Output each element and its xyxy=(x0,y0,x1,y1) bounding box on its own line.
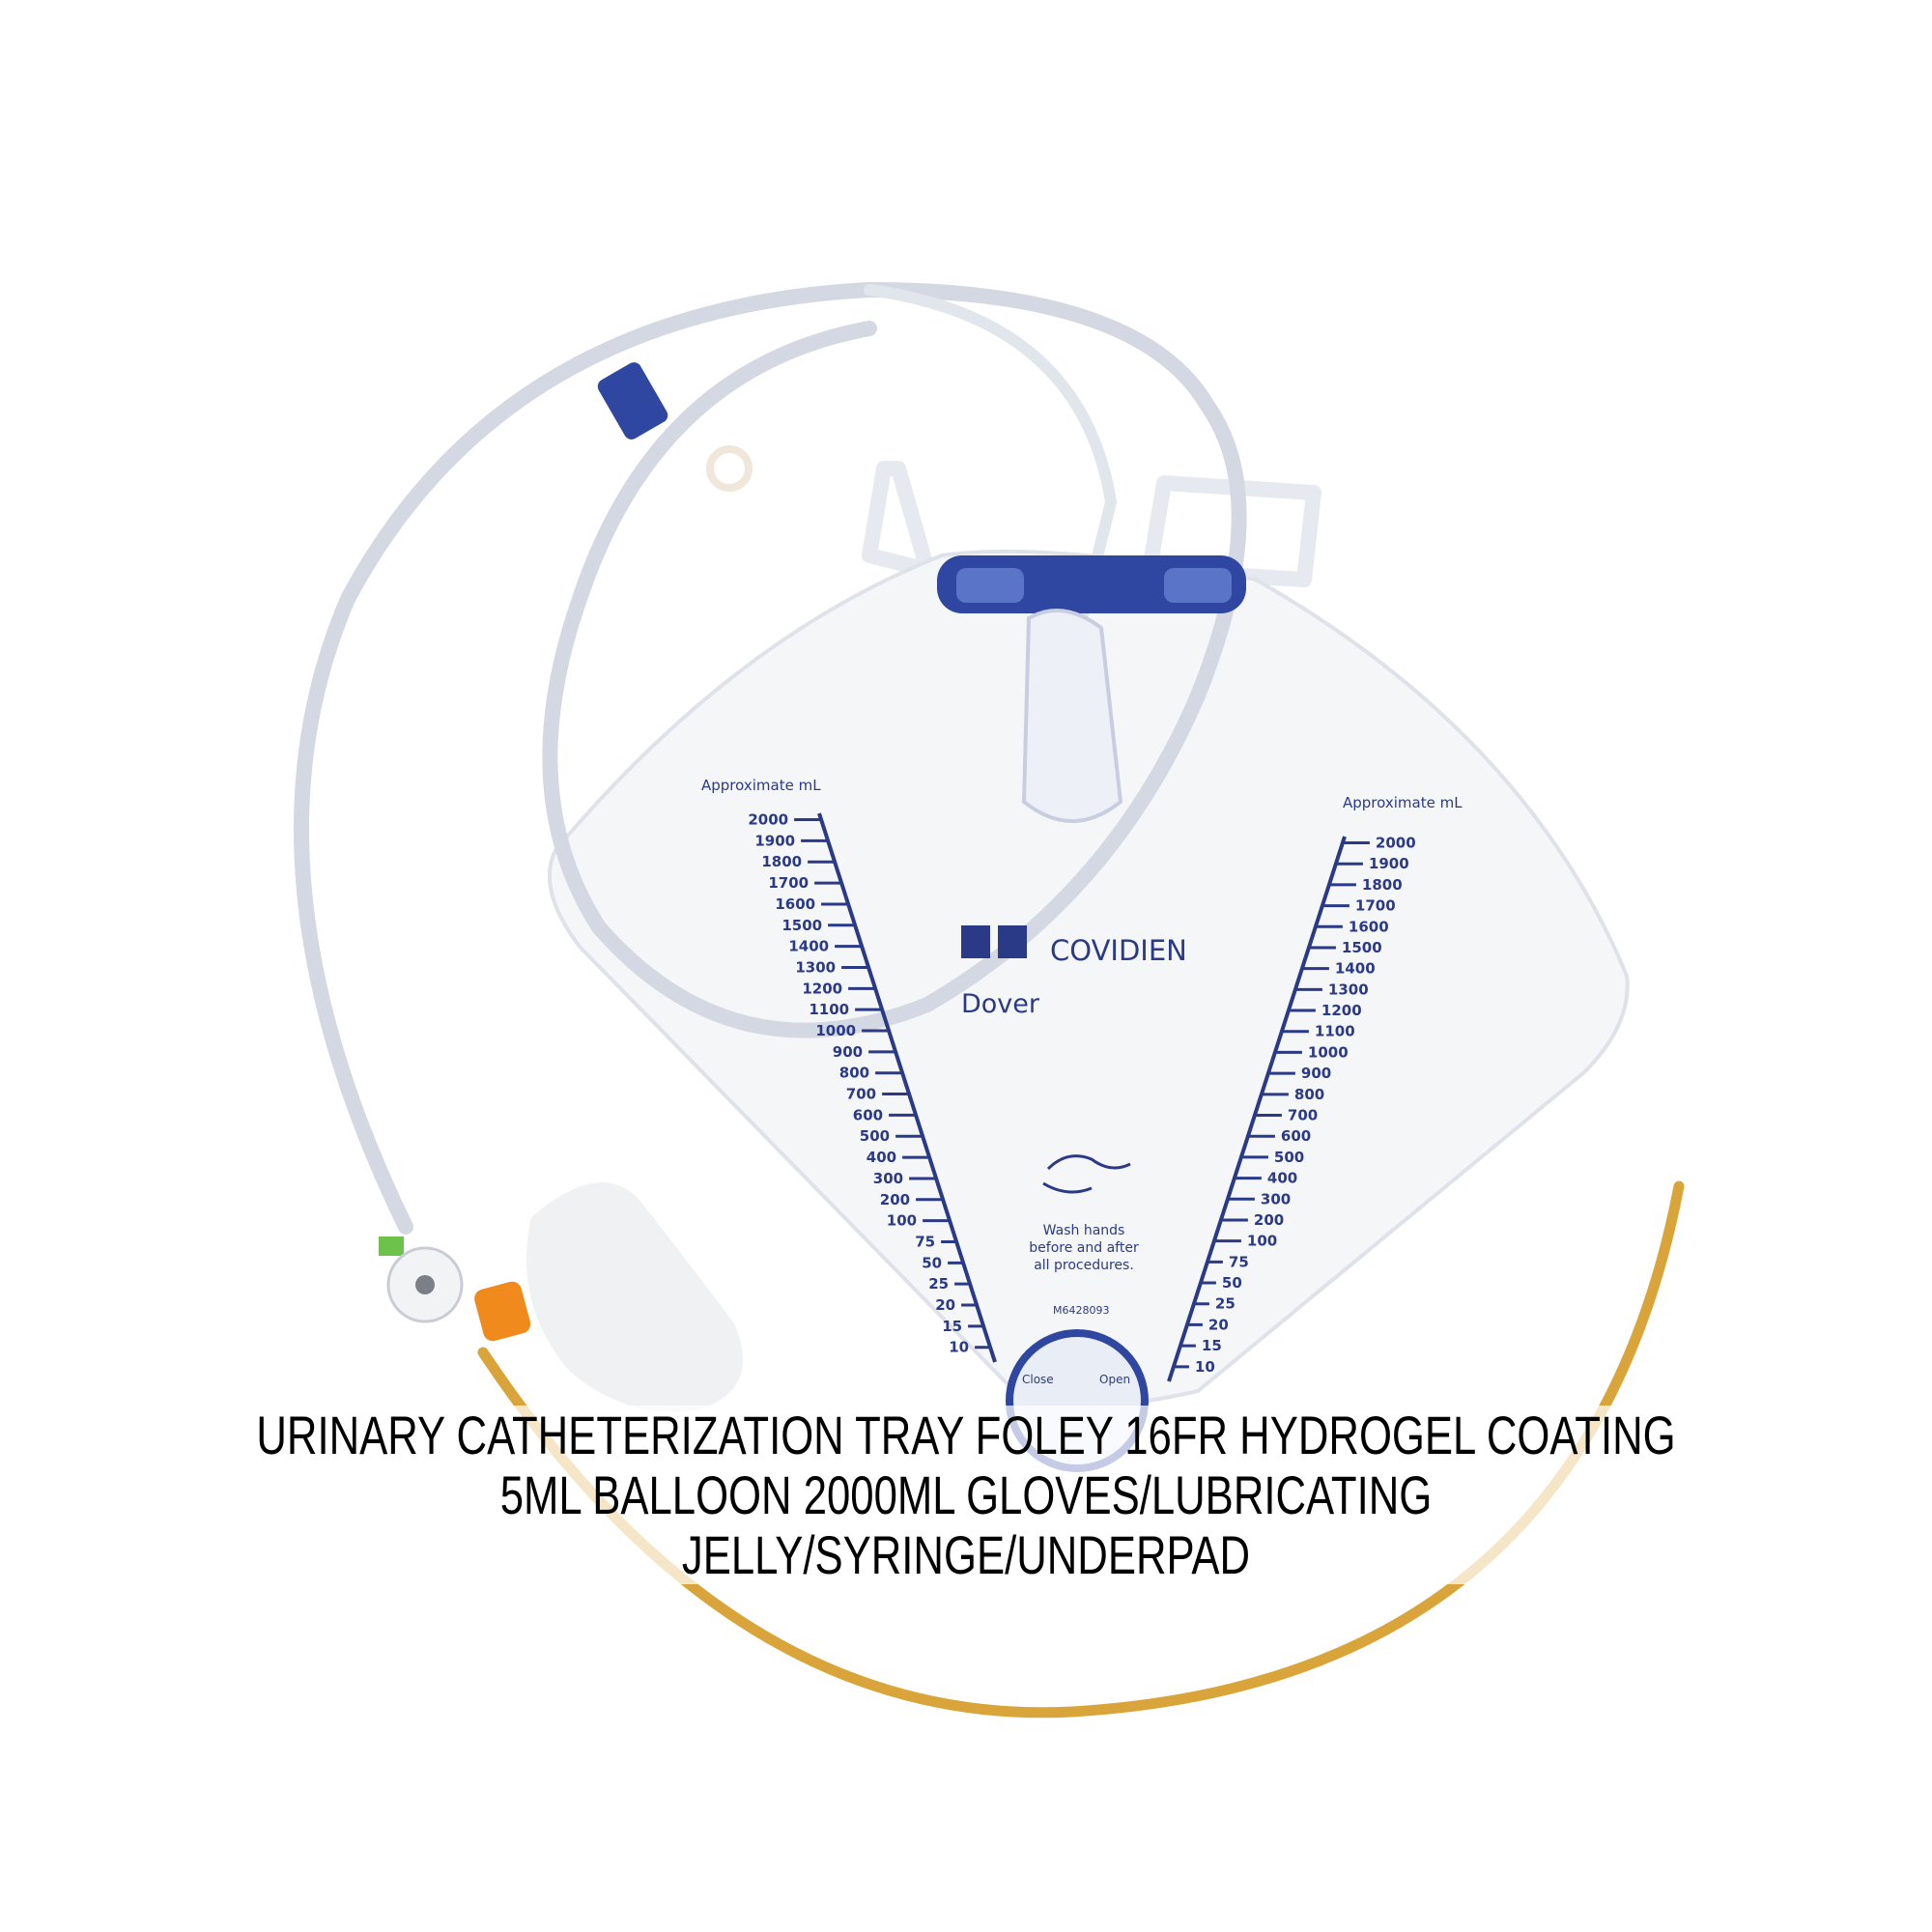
scale-label: 1800 xyxy=(1362,876,1403,894)
scale-label: 1900 xyxy=(754,832,795,849)
valve-close-label: Close xyxy=(1022,1373,1054,1386)
scale-label: 900 xyxy=(833,1043,863,1061)
catheter-connector xyxy=(474,1281,531,1342)
scale-label: 200 xyxy=(880,1191,910,1208)
scale-label: 20 xyxy=(935,1296,955,1314)
scale-label: 1300 xyxy=(1328,980,1369,998)
scale-label: 1100 xyxy=(809,1001,849,1018)
wash-hands-notice: Wash hands before and after all procedur… xyxy=(1029,1154,1139,1273)
scale-label: 1700 xyxy=(768,874,809,892)
scale-label: 1900 xyxy=(1369,855,1409,872)
scale-label: 75 xyxy=(915,1233,935,1250)
scale-label: 900 xyxy=(1301,1065,1331,1082)
hanger-strap xyxy=(937,555,1246,613)
valve-open-label: Open xyxy=(1099,1373,1130,1386)
drainage-tubing xyxy=(294,281,1247,1235)
right-scale-line xyxy=(1167,836,1347,1382)
left-scale-ticks: 2000 1900 1800 1700 1600 1500 1400 1300 1200 1100… xyxy=(748,811,991,1356)
scale-label: 1400 xyxy=(788,938,829,955)
scale-label: 1400 xyxy=(1335,960,1376,978)
inlet-port xyxy=(1021,609,1123,823)
scale-label: 300 xyxy=(873,1170,903,1187)
scale-label: 700 xyxy=(846,1086,876,1103)
scale-label: 1800 xyxy=(761,853,802,870)
scale-label: 10 xyxy=(949,1339,969,1356)
scale-label: 1600 xyxy=(1349,918,1389,935)
drainage-bag xyxy=(547,549,1630,1407)
tube-clamp xyxy=(597,362,753,492)
scale-label: 1200 xyxy=(1321,1002,1362,1019)
svg-text:COVIDIEN: COVIDIEN xyxy=(1050,934,1187,967)
scale-label: 25 xyxy=(1215,1295,1236,1313)
scale-label: 50 xyxy=(922,1254,942,1271)
svg-text:before and after: before and after xyxy=(1029,1240,1139,1256)
left-scale-heading: Approximate mL xyxy=(701,777,821,794)
sampling-port xyxy=(379,1236,464,1323)
right-scale-heading: Approximate mL xyxy=(1343,794,1463,811)
scale-label: 100 xyxy=(887,1212,917,1230)
scale-label: 400 xyxy=(867,1149,896,1166)
scale-label: 200 xyxy=(1254,1211,1284,1229)
scale-label: 400 xyxy=(1267,1170,1297,1187)
scale-label: 600 xyxy=(1281,1127,1311,1145)
scale-label: 2000 xyxy=(1376,835,1416,852)
scale-label: 1200 xyxy=(802,980,842,997)
dover-label: Dover xyxy=(961,989,1040,1019)
scale-label: 10 xyxy=(1195,1358,1215,1376)
covidien-logo: COVIDIEN xyxy=(961,925,1187,967)
scale-label: 50 xyxy=(1222,1274,1242,1292)
product-caption: URINARY CATHETERIZATION TRAY FOLEY 16FR … xyxy=(0,1405,1932,1585)
scale-label: 100 xyxy=(1247,1233,1277,1250)
scale-label: 25 xyxy=(928,1275,949,1293)
caption-line-1: URINARY CATHETERIZATION TRAY FOLEY 16FR … xyxy=(256,1405,1676,1465)
scale-label: 500 xyxy=(1274,1149,1304,1166)
caption-line-3: JELLY/SYRINGE/UNDERPAD xyxy=(681,1524,1251,1585)
scale-label: 300 xyxy=(1261,1190,1291,1208)
svg-text:all procedures.: all procedures. xyxy=(1034,1258,1134,1273)
scale-label: 1600 xyxy=(775,895,815,913)
scale-label: 700 xyxy=(1288,1107,1318,1124)
right-scale-ticks: 2000 1900 1800 1700 1600 1500 1400 1300 1200 1100… xyxy=(1173,835,1416,1376)
scale-label: 800 xyxy=(1294,1086,1324,1103)
scale-label: 1500 xyxy=(781,917,822,934)
scale-label: 1700 xyxy=(1355,897,1396,915)
scale-label: 600 xyxy=(853,1106,883,1123)
scale-label: 1000 xyxy=(815,1022,856,1039)
scale-label: 15 xyxy=(1202,1337,1222,1354)
svg-text:Wash hands: Wash hands xyxy=(1043,1223,1125,1238)
underpad xyxy=(526,1182,743,1412)
caption-line-2: 5ML BALLOON 2000ML GLOVES/LUBRICATING xyxy=(499,1464,1433,1525)
scale-label: 20 xyxy=(1208,1316,1229,1333)
scale-label: 15 xyxy=(942,1318,962,1335)
hands-icon xyxy=(1042,1154,1131,1194)
scale-label: 2000 xyxy=(748,811,788,829)
scale-label: 1000 xyxy=(1308,1043,1349,1061)
scale-label: 800 xyxy=(839,1065,869,1082)
left-scale-line xyxy=(817,812,997,1363)
scale-label: 1500 xyxy=(1342,939,1382,956)
scale-label: 1100 xyxy=(1315,1023,1355,1040)
scale-label: 1300 xyxy=(795,958,836,976)
scale-label: 75 xyxy=(1229,1253,1249,1270)
lot-code: M6428093 xyxy=(1053,1304,1109,1317)
scale-label: 500 xyxy=(860,1127,890,1145)
